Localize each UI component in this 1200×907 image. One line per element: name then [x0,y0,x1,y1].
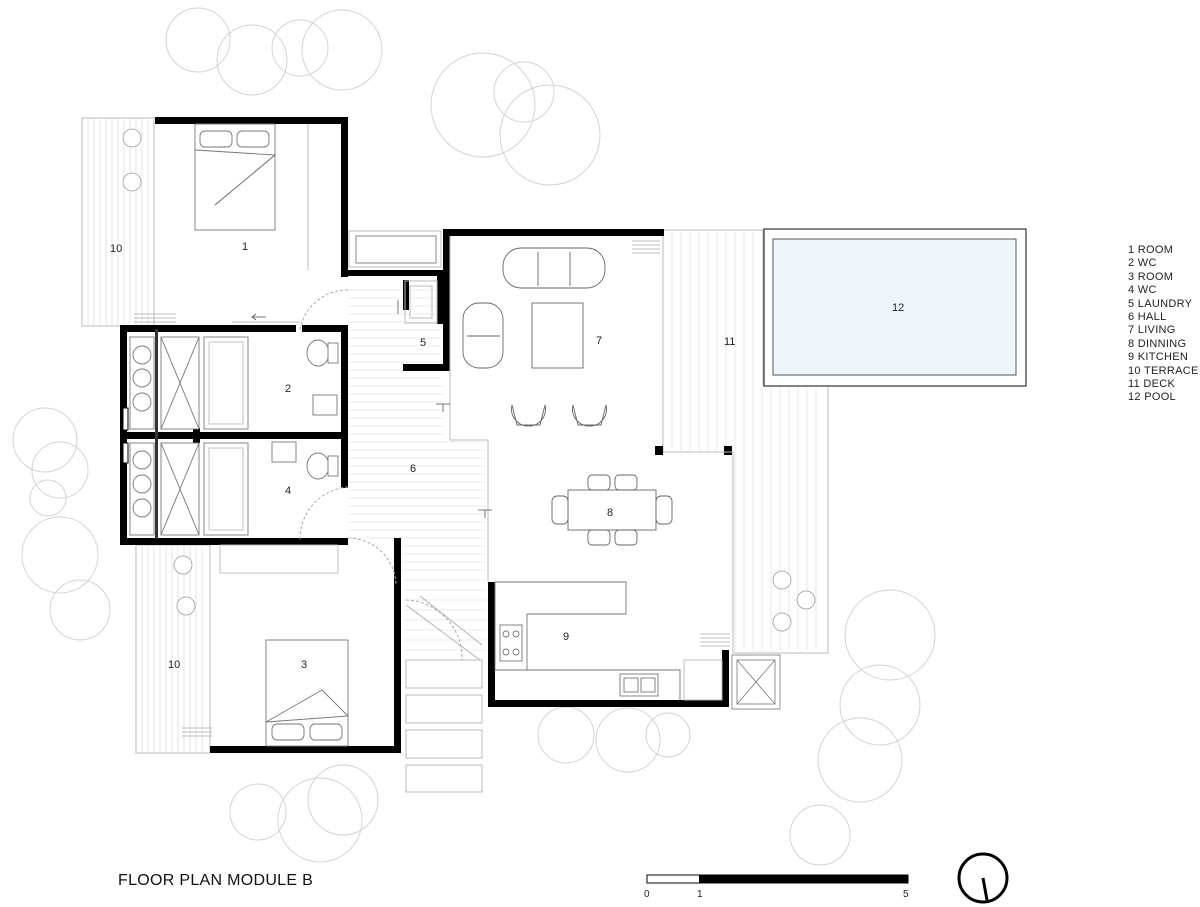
legend-number: 8 [1128,337,1135,350]
legend-name: DINNING [1137,337,1187,350]
legend-name: LIVING [1137,324,1176,337]
legend-number: 3 [1128,270,1135,283]
legend-name: WC [1137,284,1157,297]
legend-number: 11 [1128,378,1141,391]
legend-name: LAUNDRY [1137,297,1193,310]
pool-12-label: 12 [892,302,904,314]
pool [763,228,1027,387]
scale-end: 5 [903,889,909,900]
legend-item: 3 ROOM [1128,271,1199,284]
terrace-bottom [135,544,211,754]
north-arrow-icon [957,852,1009,904]
legend-item: 1 ROOM [1128,244,1199,257]
trees [12,7,936,866]
legend-number: 10 [1128,364,1141,377]
scale-mid: 1 [697,889,703,900]
terrace-bottom-label: 10 [168,659,180,671]
legend-item: 8 DINNING [1128,338,1199,351]
scale-bar: 0 1 5 [644,874,909,900]
kitchen-9-label: 9 [563,631,569,643]
legend-number: 12 [1128,391,1141,404]
legend-item: 2 WC [1128,257,1199,270]
door-details [251,300,492,518]
legend-item: 10 TERRACE [1128,365,1199,378]
deck-11-label: 11 [724,336,735,348]
legend-name: ROOM [1137,244,1174,256]
legend-item: 7 LIVING [1128,324,1199,337]
legend-item: 4 WC [1128,284,1199,297]
living-7-label: 7 [596,335,602,347]
legend-name: POOL [1144,391,1176,404]
legend-item: 11 DECK [1128,378,1199,391]
interior-outlines [232,124,733,661]
kitchen-fixtures [494,581,723,701]
living-furniture [462,247,673,546]
legend-number: 7 [1128,324,1135,337]
dinning-8-label: 8 [607,507,613,519]
hall-6-label: 6 [410,463,416,475]
laundry-5-label: 5 [420,337,426,349]
legend-number: 5 [1128,297,1135,310]
scale-start: 0 [644,889,650,900]
legend-item: 6 HALL [1128,311,1199,324]
room-1-label: 1 [242,241,248,253]
room-1-bed [194,123,277,231]
legend-name: ROOM [1137,270,1174,283]
legend-name: HALL [1137,311,1167,324]
legend-name: WC [1137,257,1157,270]
terrace-top [81,117,155,327]
legend-number: 2 [1128,257,1135,270]
legend-item: 9 KITCHEN [1128,351,1199,364]
room-3-label: 3 [301,659,307,671]
terrace-top-label: 10 [110,243,122,255]
walls [120,117,732,753]
legend-number: 9 [1128,351,1135,364]
plan-title: FLOOR PLAN MODULE B [118,872,314,889]
legend-number: 6 [1128,311,1135,324]
entry-steps [405,595,483,793]
legend-name: KITCHEN [1137,351,1189,364]
legend-item: 12 POOL [1128,391,1199,404]
wc-fixtures [129,336,339,536]
room-labels: 1 2 3 4 5 6 7 8 9 10 10 11 12 [110,241,904,671]
legend-number: 1 [1128,244,1135,256]
wc-2-label: 2 [285,383,291,395]
legend-item: 5 LAUNDRY [1128,298,1199,311]
hall-floor [348,289,486,651]
room-3-bed [219,544,350,747]
legend-name: TERRACE [1144,364,1199,377]
legend-number: 4 [1128,284,1135,297]
legend-name: DECK [1143,378,1176,391]
wc-4-label: 4 [285,485,291,497]
outdoor-shower [731,654,781,710]
